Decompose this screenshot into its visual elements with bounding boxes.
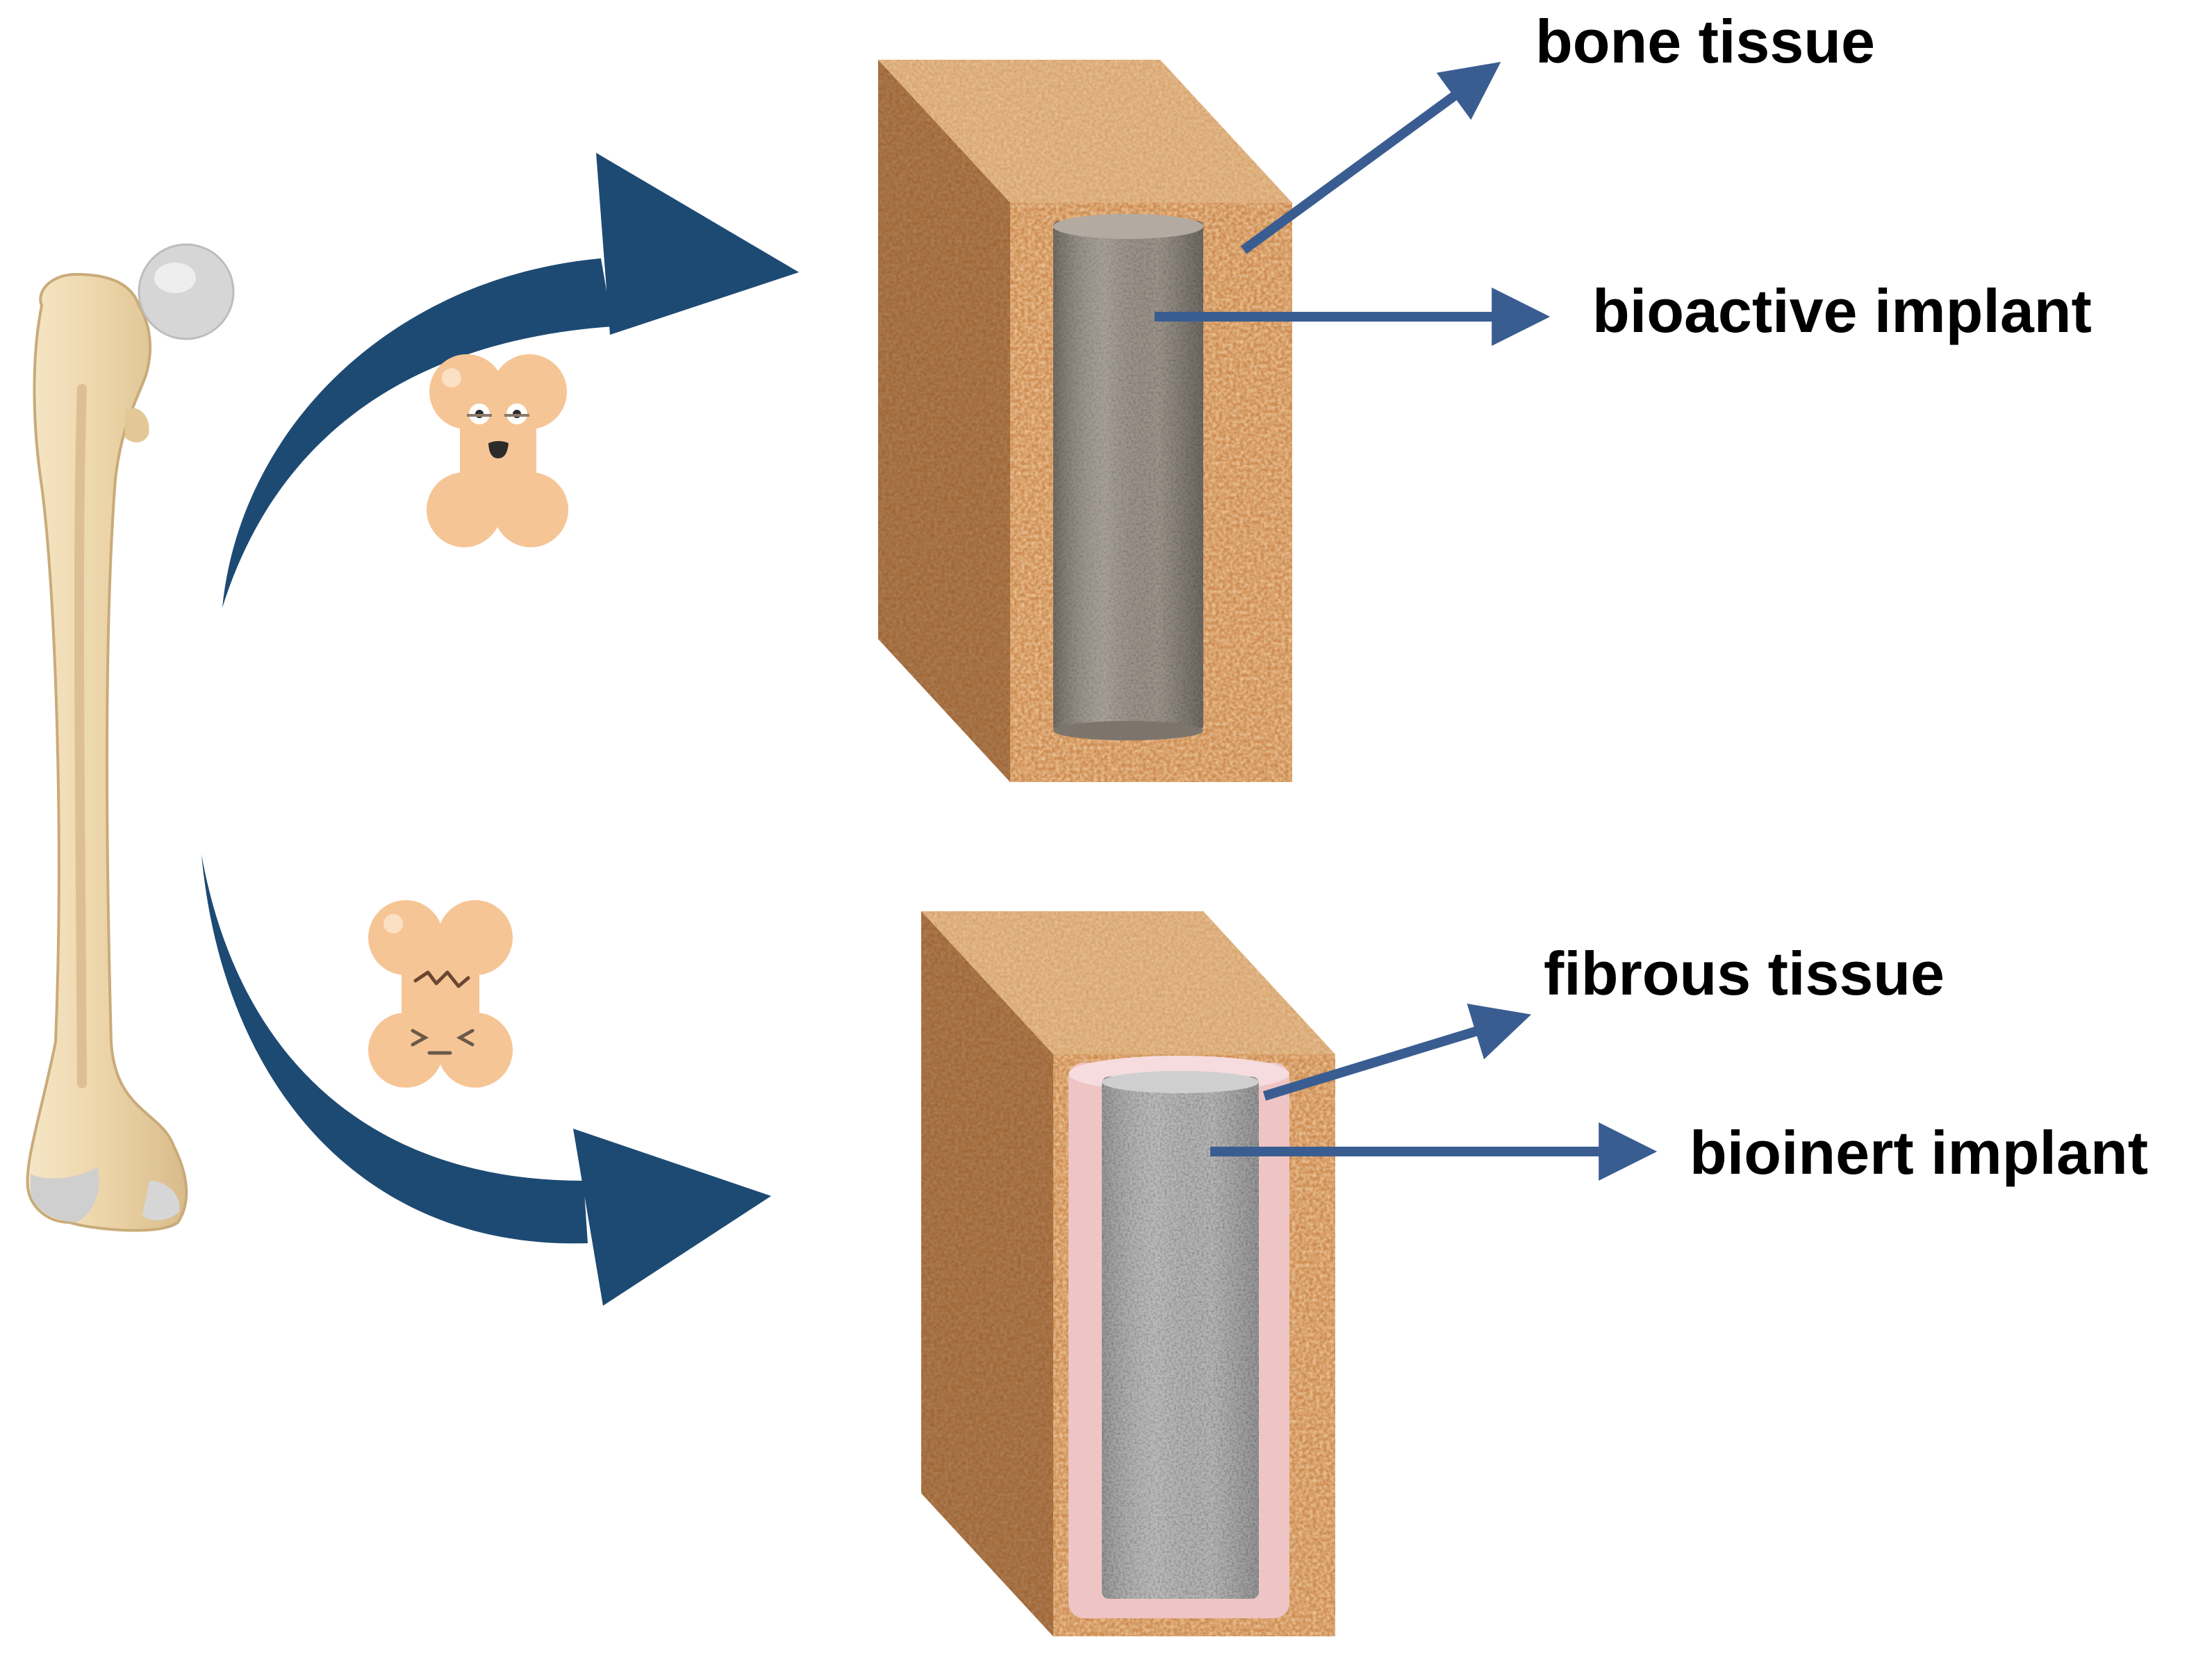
crack-icon bbox=[413, 970, 470, 988]
label-bioinert-implant: bioinert implant bbox=[1690, 1118, 2148, 1187]
condyle-cap bbox=[31, 1167, 99, 1222]
bone-tissue-block bbox=[878, 60, 1292, 782]
label-bioactive-implant: bioactive implant bbox=[1592, 276, 2092, 345]
pointer-arrow-fibrous-tissue bbox=[1262, 1004, 1532, 1101]
femur-bone bbox=[26, 243, 235, 1232]
curved-arrow-down bbox=[201, 854, 771, 1306]
squint-eyes-icon bbox=[411, 1029, 474, 1047]
femur-ridge bbox=[74, 384, 87, 1088]
bioactive-implant-cylinder bbox=[1053, 214, 1203, 740]
curved-arrow-up bbox=[222, 153, 799, 608]
femur-shaft bbox=[26, 272, 188, 1232]
greater-trochanter bbox=[125, 408, 149, 442]
pointer-arrow-bone-tissue bbox=[1240, 62, 1501, 254]
bioinert-implant-cylinder bbox=[1102, 1071, 1259, 1599]
mascot-mouth bbox=[488, 441, 509, 458]
happy-bone-mascot bbox=[427, 354, 568, 547]
condyle-cap-right bbox=[142, 1181, 180, 1220]
label-fibrous-tissue: fibrous tissue bbox=[1544, 939, 1945, 1008]
femoral-head-highlight bbox=[154, 263, 196, 293]
label-bone-tissue: bone tissue bbox=[1535, 7, 1875, 76]
fibrous-tissue-block bbox=[921, 911, 1335, 1636]
femoral-head-cap bbox=[138, 243, 235, 340]
sad-bone-mascot bbox=[368, 900, 513, 1088]
